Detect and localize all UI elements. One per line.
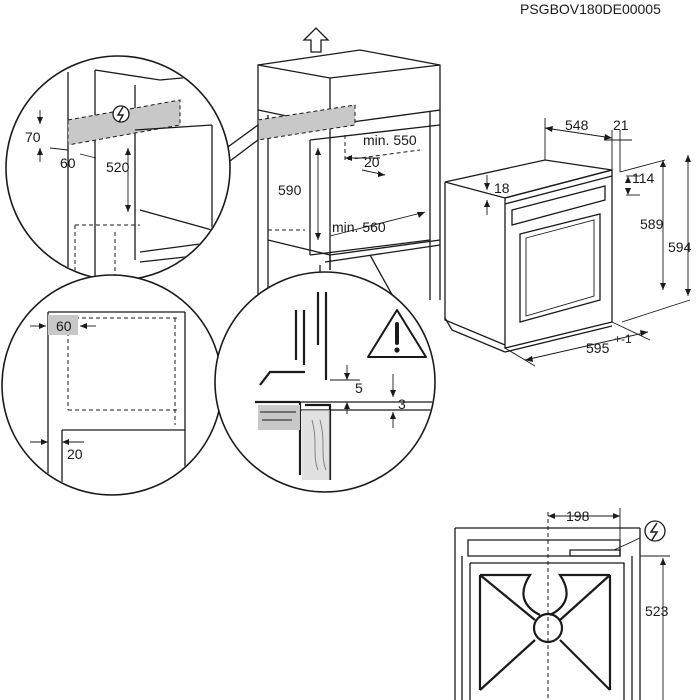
dim-21: 21 <box>613 117 629 133</box>
oven-drawing <box>444 159 613 353</box>
electric-symbol-icon <box>644 520 666 542</box>
warning-triangle-icon <box>367 309 427 358</box>
detail-circle-center: 5 3 <box>214 271 436 493</box>
top-view-drawing: 198 523 <box>454 508 670 700</box>
dim-520: 520 <box>106 159 130 175</box>
min-560-label: min. 560 <box>332 219 386 235</box>
cabinet-drawing <box>257 49 441 330</box>
dim-60-top: 60 <box>60 155 76 171</box>
tolerance-label: +-1 <box>614 332 632 346</box>
min-550-label: min. 550 <box>363 132 417 148</box>
dim-60-bottom: 60 <box>56 318 72 334</box>
dim-198: 198 <box>566 508 590 524</box>
document-code: PSGBOV180DE00005 <box>520 1 661 17</box>
dim-548: 548 <box>565 117 589 133</box>
dim-590: 590 <box>278 182 302 198</box>
dim-20-cabinet: 20 <box>364 154 380 170</box>
dim-3: 3 <box>398 396 406 412</box>
dim-5: 5 <box>355 380 363 396</box>
dim-70: 70 <box>25 129 41 145</box>
dim-20-bottom: 20 <box>67 446 83 462</box>
oven-dimensions: 548 21 18 114 589 594 595 +-1 <box>484 117 692 367</box>
dim-114: 114 <box>632 170 655 186</box>
cabinet-dimensions: min. 550 20 590 min. 560 <box>278 132 426 240</box>
dim-595: 595 <box>586 340 610 356</box>
detail-circle-bottom-left: 60 20 <box>1 274 223 496</box>
dim-18: 18 <box>494 180 510 196</box>
dim-594: 594 <box>668 239 692 255</box>
detail-callout-line-center <box>369 254 396 301</box>
electric-symbol-icon <box>112 105 130 123</box>
detail-callout-line-top <box>209 123 259 171</box>
up-arrow-icon <box>302 27 330 53</box>
dim-589: 589 <box>640 216 664 232</box>
detail-circle-top-left: 70 60 520 <box>5 55 231 281</box>
dim-523: 523 <box>645 603 669 619</box>
